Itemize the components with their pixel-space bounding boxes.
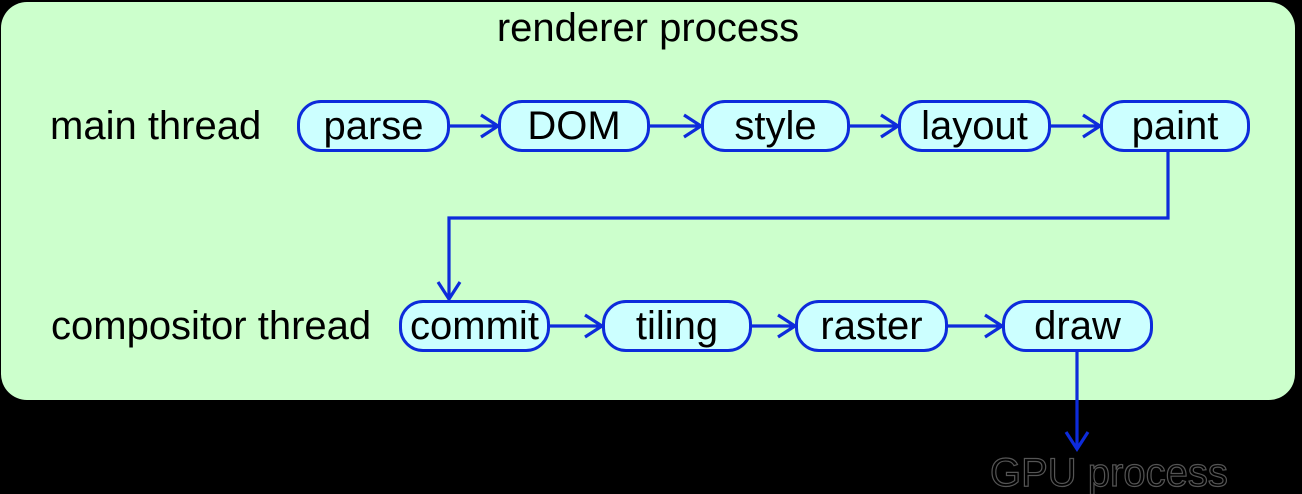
- node-style: style: [701, 100, 850, 152]
- node-raster-label: raster: [820, 304, 923, 348]
- compositor-thread-label: compositor thread: [51, 304, 372, 348]
- node-parse-label: parse: [323, 104, 424, 148]
- node-layout: layout: [898, 100, 1051, 152]
- node-raster: raster: [795, 300, 948, 352]
- main-thread-label: main thread: [50, 104, 262, 148]
- node-commit-label: commit: [410, 304, 539, 348]
- node-paint-label: paint: [1131, 104, 1219, 148]
- gpu-process-label: GPU process: [989, 450, 1228, 494]
- node-draw-label: draw: [1034, 304, 1121, 348]
- panel-title: renderer process: [496, 6, 800, 50]
- node-layout-label: layout: [921, 104, 1028, 148]
- node-commit: commit: [399, 300, 550, 352]
- node-parse: parse: [297, 100, 450, 152]
- node-dom: DOM: [498, 100, 650, 152]
- node-paint: paint: [1100, 100, 1250, 152]
- node-draw: draw: [1002, 300, 1153, 352]
- node-tiling: tiling: [602, 300, 752, 352]
- node-style-label: style: [734, 104, 817, 148]
- node-tiling-label: tiling: [635, 304, 719, 348]
- node-dom-label: DOM: [527, 104, 621, 148]
